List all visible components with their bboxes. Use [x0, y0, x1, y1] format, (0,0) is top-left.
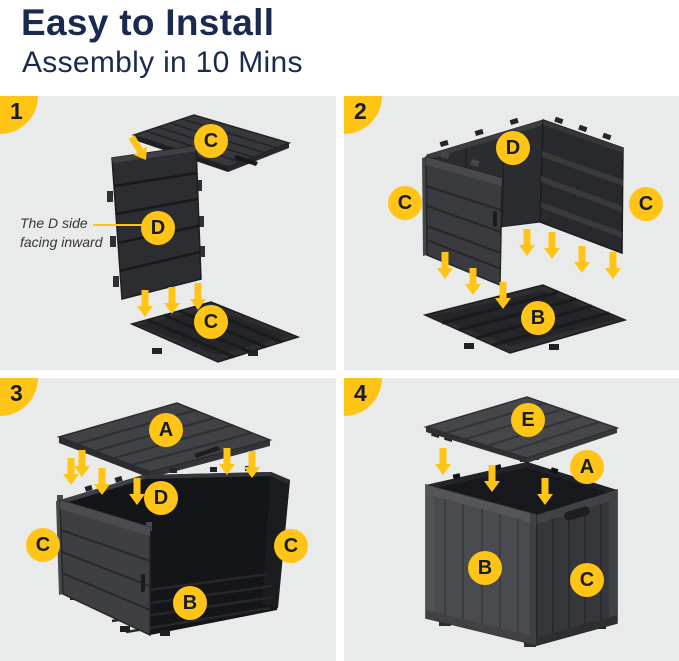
down-arrow-icon	[605, 252, 621, 279]
down-arrow-icon	[435, 448, 451, 475]
part-badge-b: B	[173, 586, 207, 620]
step-panel-3: 3 A D C C B	[0, 378, 336, 661]
part-badge-d: D	[144, 481, 178, 515]
part-badge-c: C	[629, 187, 663, 221]
step-number: 3	[10, 380, 23, 406]
part-badge-a: A	[570, 450, 604, 484]
part-badge-b: B	[468, 551, 502, 585]
down-arrow-icon	[519, 229, 535, 256]
step-number: 4	[354, 380, 367, 406]
part-badge-c: C	[388, 186, 422, 220]
step-number: 1	[10, 98, 23, 124]
step-panel-1: 1 The D side facing inward C D C	[0, 96, 336, 370]
part-badge-a: A	[149, 413, 183, 447]
step-panel-4: 4 E A B C	[344, 378, 679, 661]
part-badge-c: C	[274, 529, 308, 563]
part-badge-c: C	[26, 528, 60, 562]
page-title: Easy to Install	[21, 2, 275, 43]
lid-handle-slot	[194, 446, 220, 458]
side-handle-slot	[564, 506, 590, 521]
wall-handle-slot	[141, 574, 145, 592]
down-arrow-icon	[74, 450, 90, 477]
header: Easy to Install Assembly in 10 Mins	[0, 0, 679, 96]
right-wall-part-c	[539, 116, 624, 255]
right-wall-part-c	[536, 488, 618, 646]
step2-illustration	[422, 116, 628, 354]
part-badge-c: C	[570, 563, 604, 597]
step-panel-2: 2 D C C B	[344, 96, 679, 370]
front-wall-part	[56, 495, 152, 637]
part-badge-d: D	[496, 131, 530, 165]
down-arrow-icon	[63, 458, 79, 485]
lid-handle-slot	[234, 155, 258, 166]
down-arrow-icon	[574, 246, 590, 273]
part-badge-d: D	[141, 211, 175, 245]
step-number: 2	[354, 98, 367, 124]
part-badge-b: B	[521, 301, 555, 335]
annotation-leader-line	[93, 224, 142, 226]
part-badge-c: C	[194, 124, 228, 158]
part-badge-e: E	[511, 403, 545, 437]
part-badge-c: C	[194, 305, 228, 339]
annotation-d-side: The D side facing inward	[20, 215, 103, 250]
wall-handle-slot	[493, 211, 497, 227]
step-number-badge: 1	[0, 96, 38, 134]
down-arrow-icon	[164, 287, 180, 314]
page-subtitle: Assembly in 10 Mins	[22, 46, 303, 79]
down-arrow-icon	[544, 232, 560, 259]
